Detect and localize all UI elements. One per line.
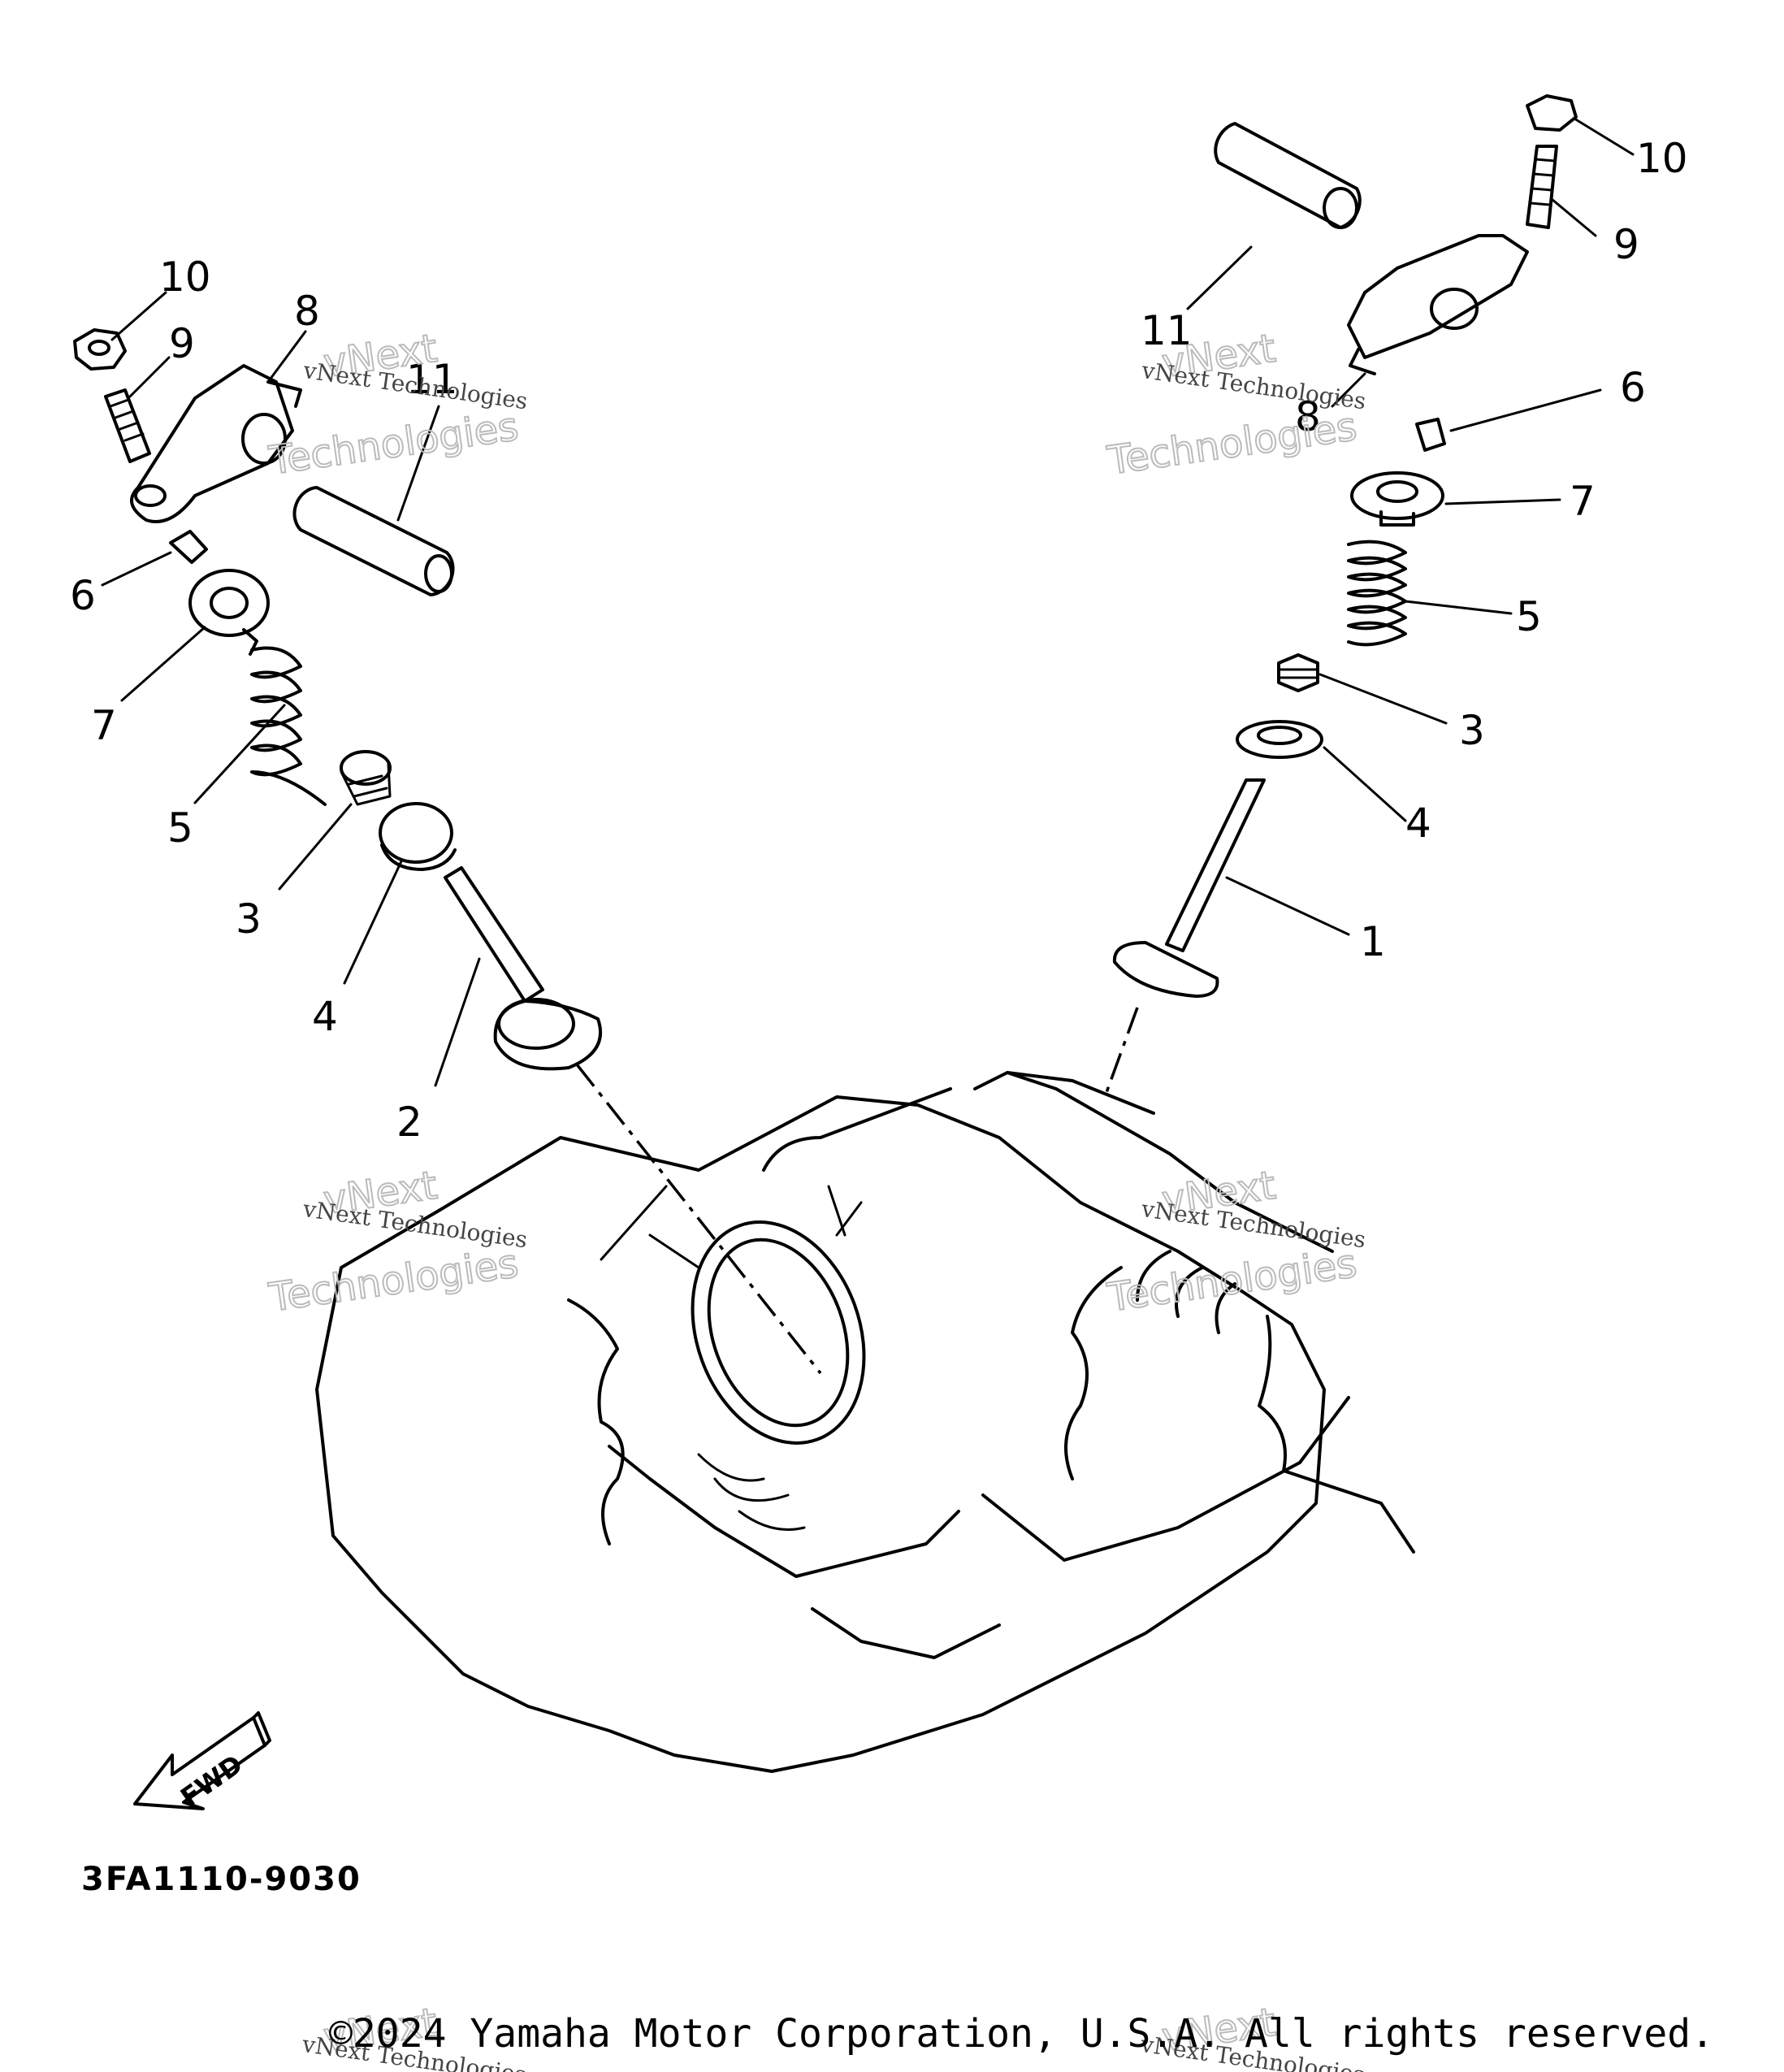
left-spring-retainer — [188, 569, 270, 656]
svg-text:Technologies: Technologies — [266, 404, 521, 484]
fwd-arrow-icon: FWD — [133, 1711, 271, 1813]
callout-left-9: 9 — [169, 320, 195, 367]
left-spring-seat — [379, 802, 457, 871]
left-valve-cotter — [169, 530, 208, 564]
right-adjuster-screw — [1526, 145, 1558, 229]
left-rocker-shaft — [292, 486, 455, 596]
callout-right-7: 7 — [1570, 478, 1596, 525]
callout-right-11: 11 — [1141, 307, 1193, 354]
left-adjuster-screw — [104, 388, 151, 463]
right-valve-axis — [1103, 1007, 1139, 1098]
cylinder-head — [315, 1071, 1415, 1773]
part-code: 3FA1110-9030 — [81, 1861, 362, 1898]
watermark-4: vNext Technologies vNext Technologies — [1103, 1162, 1367, 1322]
right-spring-retainer — [1350, 471, 1444, 527]
callout-right-6: 6 — [1620, 364, 1646, 411]
callout-right-5: 5 — [1516, 593, 1542, 640]
left-valve-train — [73, 328, 822, 1375]
callout-right-3: 3 — [1459, 707, 1485, 754]
callout-right-10: 10 — [1636, 135, 1688, 182]
left-valve-spring — [250, 646, 327, 806]
callout-left-6: 6 — [70, 572, 96, 619]
callout-right-9: 9 — [1613, 221, 1639, 268]
watermark-1: vNext Technologies vNext Technologies — [265, 325, 529, 485]
watermark-3: vNext Technologies vNext Technologies — [265, 1162, 529, 1322]
copyright-notice: ©2024 Yamaha Motor Corporation, U.S.A. A… — [329, 2011, 1715, 2057]
callout-left-10: 10 — [159, 254, 211, 301]
callout-left-7: 7 — [91, 702, 117, 749]
callout-left-4: 4 — [312, 993, 338, 1040]
right-valve-train — [1103, 94, 1578, 1098]
callout-left-8: 8 — [294, 288, 320, 335]
right-rocker-arm — [1347, 234, 1529, 375]
right-rocker-shaft — [1214, 122, 1362, 229]
right-nut — [1526, 94, 1578, 132]
left-rocker-arm — [130, 364, 302, 523]
right-spring-seat — [1236, 720, 1323, 759]
svg-text:Technologies: Technologies — [1104, 404, 1359, 484]
right-intake-valve — [1112, 778, 1266, 998]
callout-right-1: 1 — [1360, 918, 1386, 965]
right-valve-cotter — [1415, 418, 1446, 452]
left-exhaust-valve — [444, 866, 603, 1071]
callouts-left: 10 9 8 11 6 7 5 3 4 2 — [70, 254, 458, 1146]
callout-left-3: 3 — [236, 895, 262, 943]
callout-right-4: 4 — [1405, 800, 1431, 847]
right-oil-seal — [1277, 653, 1319, 692]
callout-left-5: 5 — [167, 804, 193, 852]
left-oil-seal — [340, 750, 392, 806]
leader-lines — [101, 117, 1635, 1087]
callout-left-2: 2 — [396, 1099, 422, 1146]
svg-text:Technologies: Technologies — [266, 1241, 521, 1321]
callouts-right: 10 9 11 8 6 7 5 3 4 1 — [1141, 135, 1688, 965]
callout-right-8: 8 — [1295, 393, 1321, 440]
right-valve-spring — [1347, 540, 1407, 647]
svg-text:Technologies: Technologies — [1104, 1241, 1359, 1321]
callout-left-11: 11 — [406, 356, 458, 403]
fwd-label: FWD — [175, 1749, 248, 1813]
left-nut — [73, 328, 127, 371]
left-valve-axis — [575, 1063, 822, 1375]
